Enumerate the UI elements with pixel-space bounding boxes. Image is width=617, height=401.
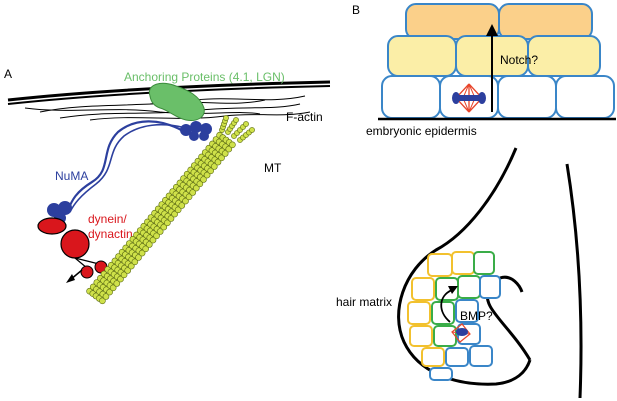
microtubule-subunit (211, 163, 218, 170)
microtubule-subunit (182, 197, 189, 205)
epidermis-label: embryonic epidermis (366, 124, 477, 138)
microtubule-subunit (156, 228, 164, 235)
microtubule-subunit (207, 167, 214, 175)
panel-b-letter: B (352, 3, 360, 17)
microtubule-subunit (153, 232, 160, 240)
notch-label: Notch? (500, 53, 538, 67)
epidermis-tissue (378, 3, 616, 121)
panel-a: A F-actin Anchoring Proteins (4.1, LGN) (4, 67, 331, 305)
microtubule-subunit (117, 275, 124, 283)
microtubule-subunit (135, 254, 142, 261)
follicle-inner-wall (565, 163, 583, 399)
dynein-label-line2: dynactin (88, 227, 133, 241)
basal-cell-layer (381, 75, 615, 119)
microtubule-subunit (196, 180, 204, 188)
microtubule-subunit (128, 262, 135, 270)
microtubule-subunit (178, 202, 186, 209)
top-cell-layer (405, 3, 593, 40)
microtubule-subunit (214, 158, 222, 166)
microtubule-tip-subunit (249, 127, 255, 133)
dynein-label-line1: dynein/ (88, 212, 127, 226)
numa-label: NuMA (55, 169, 88, 183)
mt-label: MT (264, 161, 282, 175)
numa-head-top (180, 121, 212, 141)
microtubule-subunit (146, 241, 153, 248)
microtubule-subunit (193, 184, 200, 192)
dynein-arrowhead (66, 274, 75, 283)
microtubule-subunit (99, 297, 106, 305)
microtubule-subunit (138, 249, 146, 257)
microtubule-subunit (225, 145, 233, 153)
microtubule-tip-subunit (223, 115, 229, 121)
middle-cell-layer (387, 35, 601, 77)
microtubule-subunit (167, 215, 175, 222)
microtubule-subunit (221, 150, 229, 157)
microtubule-subunit (120, 271, 128, 279)
matrix-spindle (451, 323, 471, 343)
panel-b: B (336, 3, 616, 399)
f-actin-label: F-actin (286, 110, 323, 124)
microtubule-subunit (113, 280, 121, 287)
dynein-dynactin (37, 217, 108, 279)
epidermis-spindle (452, 83, 486, 113)
microtubule-subunit (200, 176, 207, 183)
microtubule-subunit (142, 245, 149, 253)
follicle-outer-wall (397, 147, 532, 386)
microtubule-subunit (185, 193, 193, 201)
microtubule-subunit (106, 288, 113, 296)
anchoring-proteins-label: Anchoring Proteins (4.1, LGN) (124, 70, 285, 84)
microtubule-subunit (102, 293, 110, 300)
microtubule-subunit (109, 284, 117, 292)
notch-arrowhead (486, 24, 498, 36)
microtubule-subunit (203, 171, 211, 179)
microtubule-subunit (174, 206, 182, 214)
microtubule-subunit (164, 219, 171, 227)
microtubule-subunit (149, 236, 157, 244)
microtubule (86, 115, 255, 305)
microtubule-subunit (124, 267, 131, 274)
bmp-arrow (440, 289, 453, 323)
bmp-arrowhead (448, 286, 458, 294)
matrix-cells (407, 251, 501, 381)
anchoring-protein-shape (148, 82, 205, 121)
panel-a-letter: A (4, 67, 12, 81)
microtubule-subunit (229, 141, 236, 149)
microtubule-subunit (218, 154, 225, 162)
microtubule-tip-subunit (243, 121, 249, 127)
microtubule-tip-subunit (233, 117, 239, 123)
microtubule-subunit (160, 223, 168, 231)
microtubule-subunit (171, 210, 178, 218)
hair-matrix-label: hair matrix (336, 295, 392, 309)
microtubule-subunit (131, 258, 139, 266)
microtubule-subunit (189, 189, 196, 196)
bmp-label: BMP? (460, 309, 493, 323)
